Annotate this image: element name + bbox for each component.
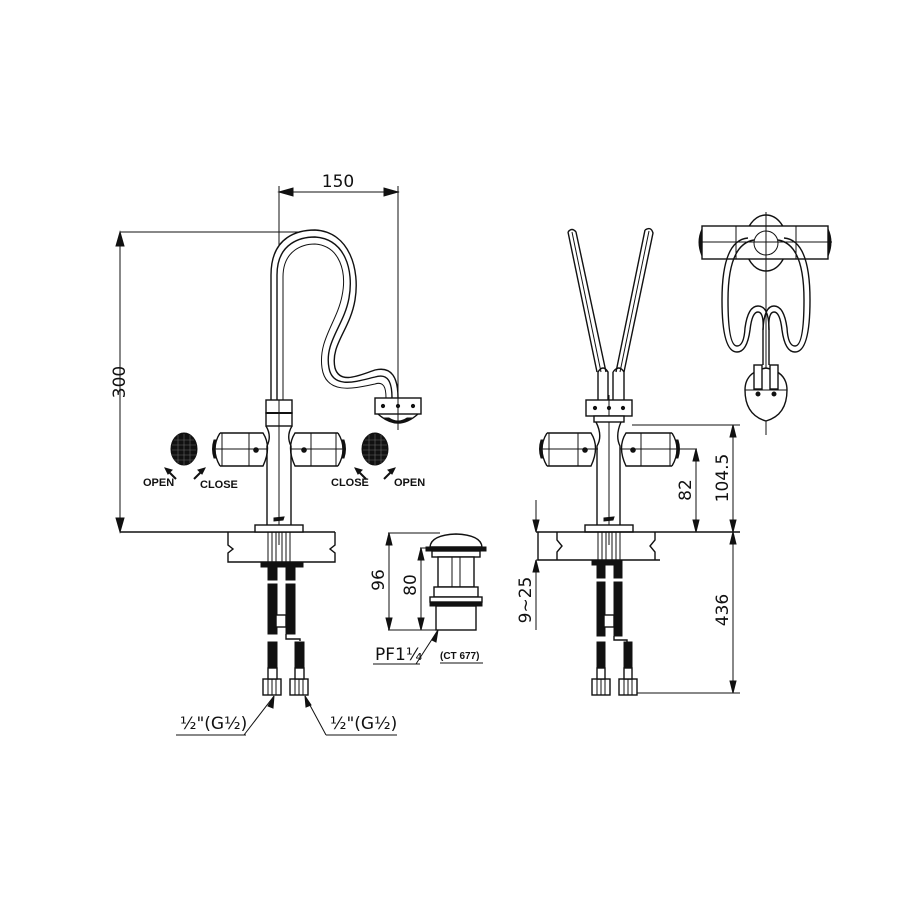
- dimension-96-label: 96: [369, 569, 389, 591]
- dimension-total-height: 300: [110, 230, 300, 534]
- dimension-436-label: 436: [713, 594, 733, 626]
- pop-up-drain: 96 80 PF1¼ (CT 677): [369, 532, 487, 665]
- inlet-callouts: ½"(G½) ½"(G½): [176, 695, 397, 736]
- right-close-label: CLOSE: [331, 477, 369, 489]
- open-close-arrows: [164, 467, 396, 480]
- right-open-label: OPEN: [394, 477, 425, 489]
- countertop-section: [227, 532, 336, 563]
- drain-thread-label: PF1¼: [375, 645, 422, 665]
- front-view: 150 300: [110, 172, 425, 736]
- top-view: [698, 212, 832, 435]
- inlet-left-size: ½"(G½): [180, 714, 247, 734]
- spout: [270, 229, 399, 400]
- side-view: 9~25 82 104.5 436: [516, 227, 740, 696]
- dimension-spout-reach: 150: [277, 172, 400, 400]
- left-close-label: CLOSE: [200, 479, 238, 491]
- dimension-82-label: 82: [676, 479, 696, 501]
- dimension-150-label: 150: [322, 172, 354, 192]
- faucet-body: [254, 400, 304, 545]
- drain-model-label: (CT 677): [440, 651, 479, 662]
- hot-indicator-icon: [361, 432, 389, 466]
- dimension-104-5-label: 104.5: [713, 454, 733, 503]
- dimension-80-label: 80: [401, 574, 421, 596]
- supply-hoses: [260, 561, 309, 696]
- left-handle: [212, 432, 269, 467]
- left-open-label: OPEN: [143, 477, 174, 489]
- cold-indicator-icon: [170, 432, 198, 466]
- dimension-deck-thickness-label: 9~25: [516, 577, 536, 624]
- inlet-right-size: ½"(G½): [330, 714, 397, 734]
- dimension-300-label: 300: [110, 366, 130, 398]
- aerator-head: [374, 397, 422, 430]
- right-handle: [289, 432, 346, 467]
